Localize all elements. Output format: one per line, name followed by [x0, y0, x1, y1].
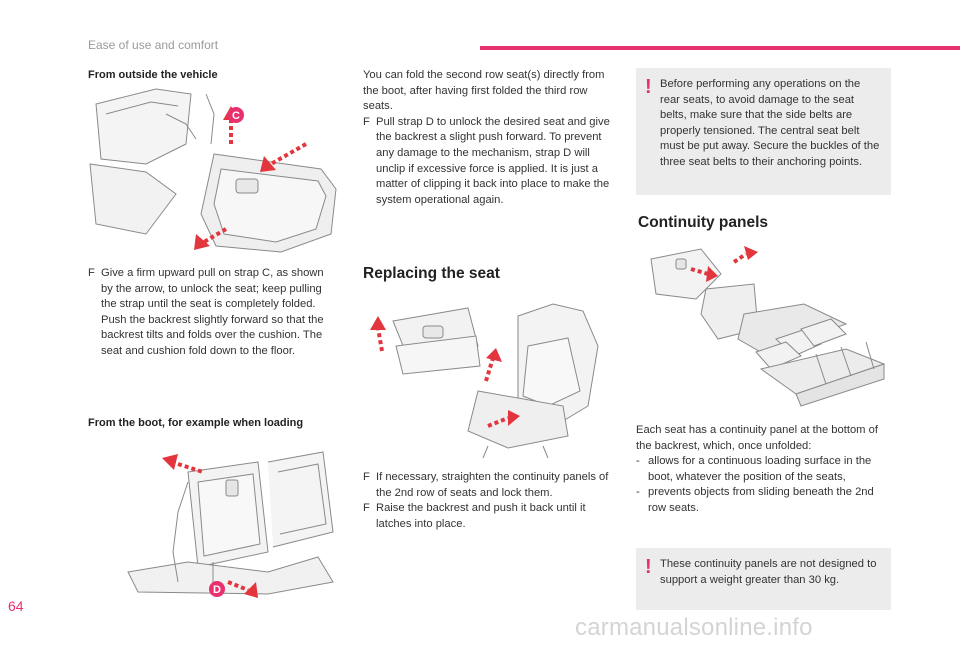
arrow-unfold-head [706, 266, 718, 282]
warning-seat-belts: ! Before performing any operations on th… [636, 68, 891, 195]
instruction-straighten-panels: F If necessary, straighten the continuit… [363, 470, 613, 501]
header-accent-bar [480, 46, 960, 50]
subheading-from-boot: From the boot, for example when loading [88, 417, 304, 429]
instruction-raise-backrest: F Raise the backrest and push it back un… [363, 501, 613, 532]
arrow-raise-head [370, 316, 386, 330]
label-d-badge [209, 581, 225, 597]
panels-intro-text: Each seat has a continuity panel at the … [636, 424, 878, 452]
col2-intro-block: You can fold the second row seat(s) dire… [363, 68, 613, 208]
illustration-fold-from-boot: D [127, 451, 334, 598]
heading-continuity-panels: Continuity panels [638, 214, 769, 231]
arrow-tilt-head [162, 454, 178, 470]
bullet-text: Raise the backrest and push it back unti… [376, 502, 586, 530]
illustration-continuity-panels [650, 246, 886, 407]
fold-intro-text: You can fold the second row seat(s) dire… [363, 69, 605, 113]
dash-text: prevents objects from sliding beneath th… [648, 486, 874, 514]
warning-text: These continuity panels are not designed… [660, 558, 877, 586]
dash-text: allows for a continuous loading surface … [648, 455, 872, 483]
heading-replacing-seat: Replacing the seat [363, 265, 500, 282]
panels-benefit-sliding: - prevents objects from sliding beneath … [636, 485, 894, 516]
bullet-marker: F [363, 115, 370, 128]
watermark: carmanualsonline.info [575, 614, 813, 641]
dash-marker: - [636, 486, 640, 499]
bullet-marker: F [363, 471, 370, 483]
arrow-down-head [194, 234, 210, 250]
warning-icon: ! [645, 76, 652, 98]
illustration-fold-from-outside: C [89, 88, 337, 253]
warning-icon: ! [645, 556, 652, 578]
section-title: Ease of use and comfort [88, 38, 219, 52]
arrow-strap-head [244, 582, 258, 598]
dash-marker: - [636, 455, 640, 468]
arrow-panel-head [744, 246, 758, 260]
arrow-back-head [486, 348, 502, 362]
col1-bullet-list: F Give a firm upward pull on strap C, as… [88, 266, 336, 360]
bullet-marker: F [88, 267, 95, 279]
label-d: D [213, 584, 221, 596]
col2-bullet-list: F If necessary, straighten the continuit… [363, 470, 613, 532]
bullet-text: Give a firm upward pull on strap C, as s… [101, 267, 324, 357]
label-c-badge [228, 107, 244, 123]
col3-panels-text: Each seat has a continuity panel at the … [636, 423, 894, 517]
bullet-text: If necessary, straighten the continuity … [376, 471, 609, 499]
warning-weight-limit: ! These continuity panels are not design… [636, 548, 891, 610]
page-number: 64 [8, 598, 24, 614]
arrow-forward-head [260, 156, 276, 172]
bullet-marker: F [363, 502, 370, 515]
illustration-replacing-seat [370, 303, 599, 459]
label-c: C [232, 110, 240, 122]
instruction-pull-strap-d: F Pull strap D to unlock the desired sea… [363, 115, 613, 209]
subheading-outside-vehicle: From outside the vehicle [88, 69, 218, 81]
warning-text: Before performing any operations on the … [660, 78, 880, 168]
panels-benefit-loading: - allows for a continuous loading surfac… [636, 454, 894, 485]
bullet-text: Pull strap D to unlock the desired seat … [376, 115, 610, 206]
instruction-pull-strap-c: F Give a firm upward pull on strap C, as… [88, 266, 336, 360]
arrow-push-head [508, 410, 520, 426]
